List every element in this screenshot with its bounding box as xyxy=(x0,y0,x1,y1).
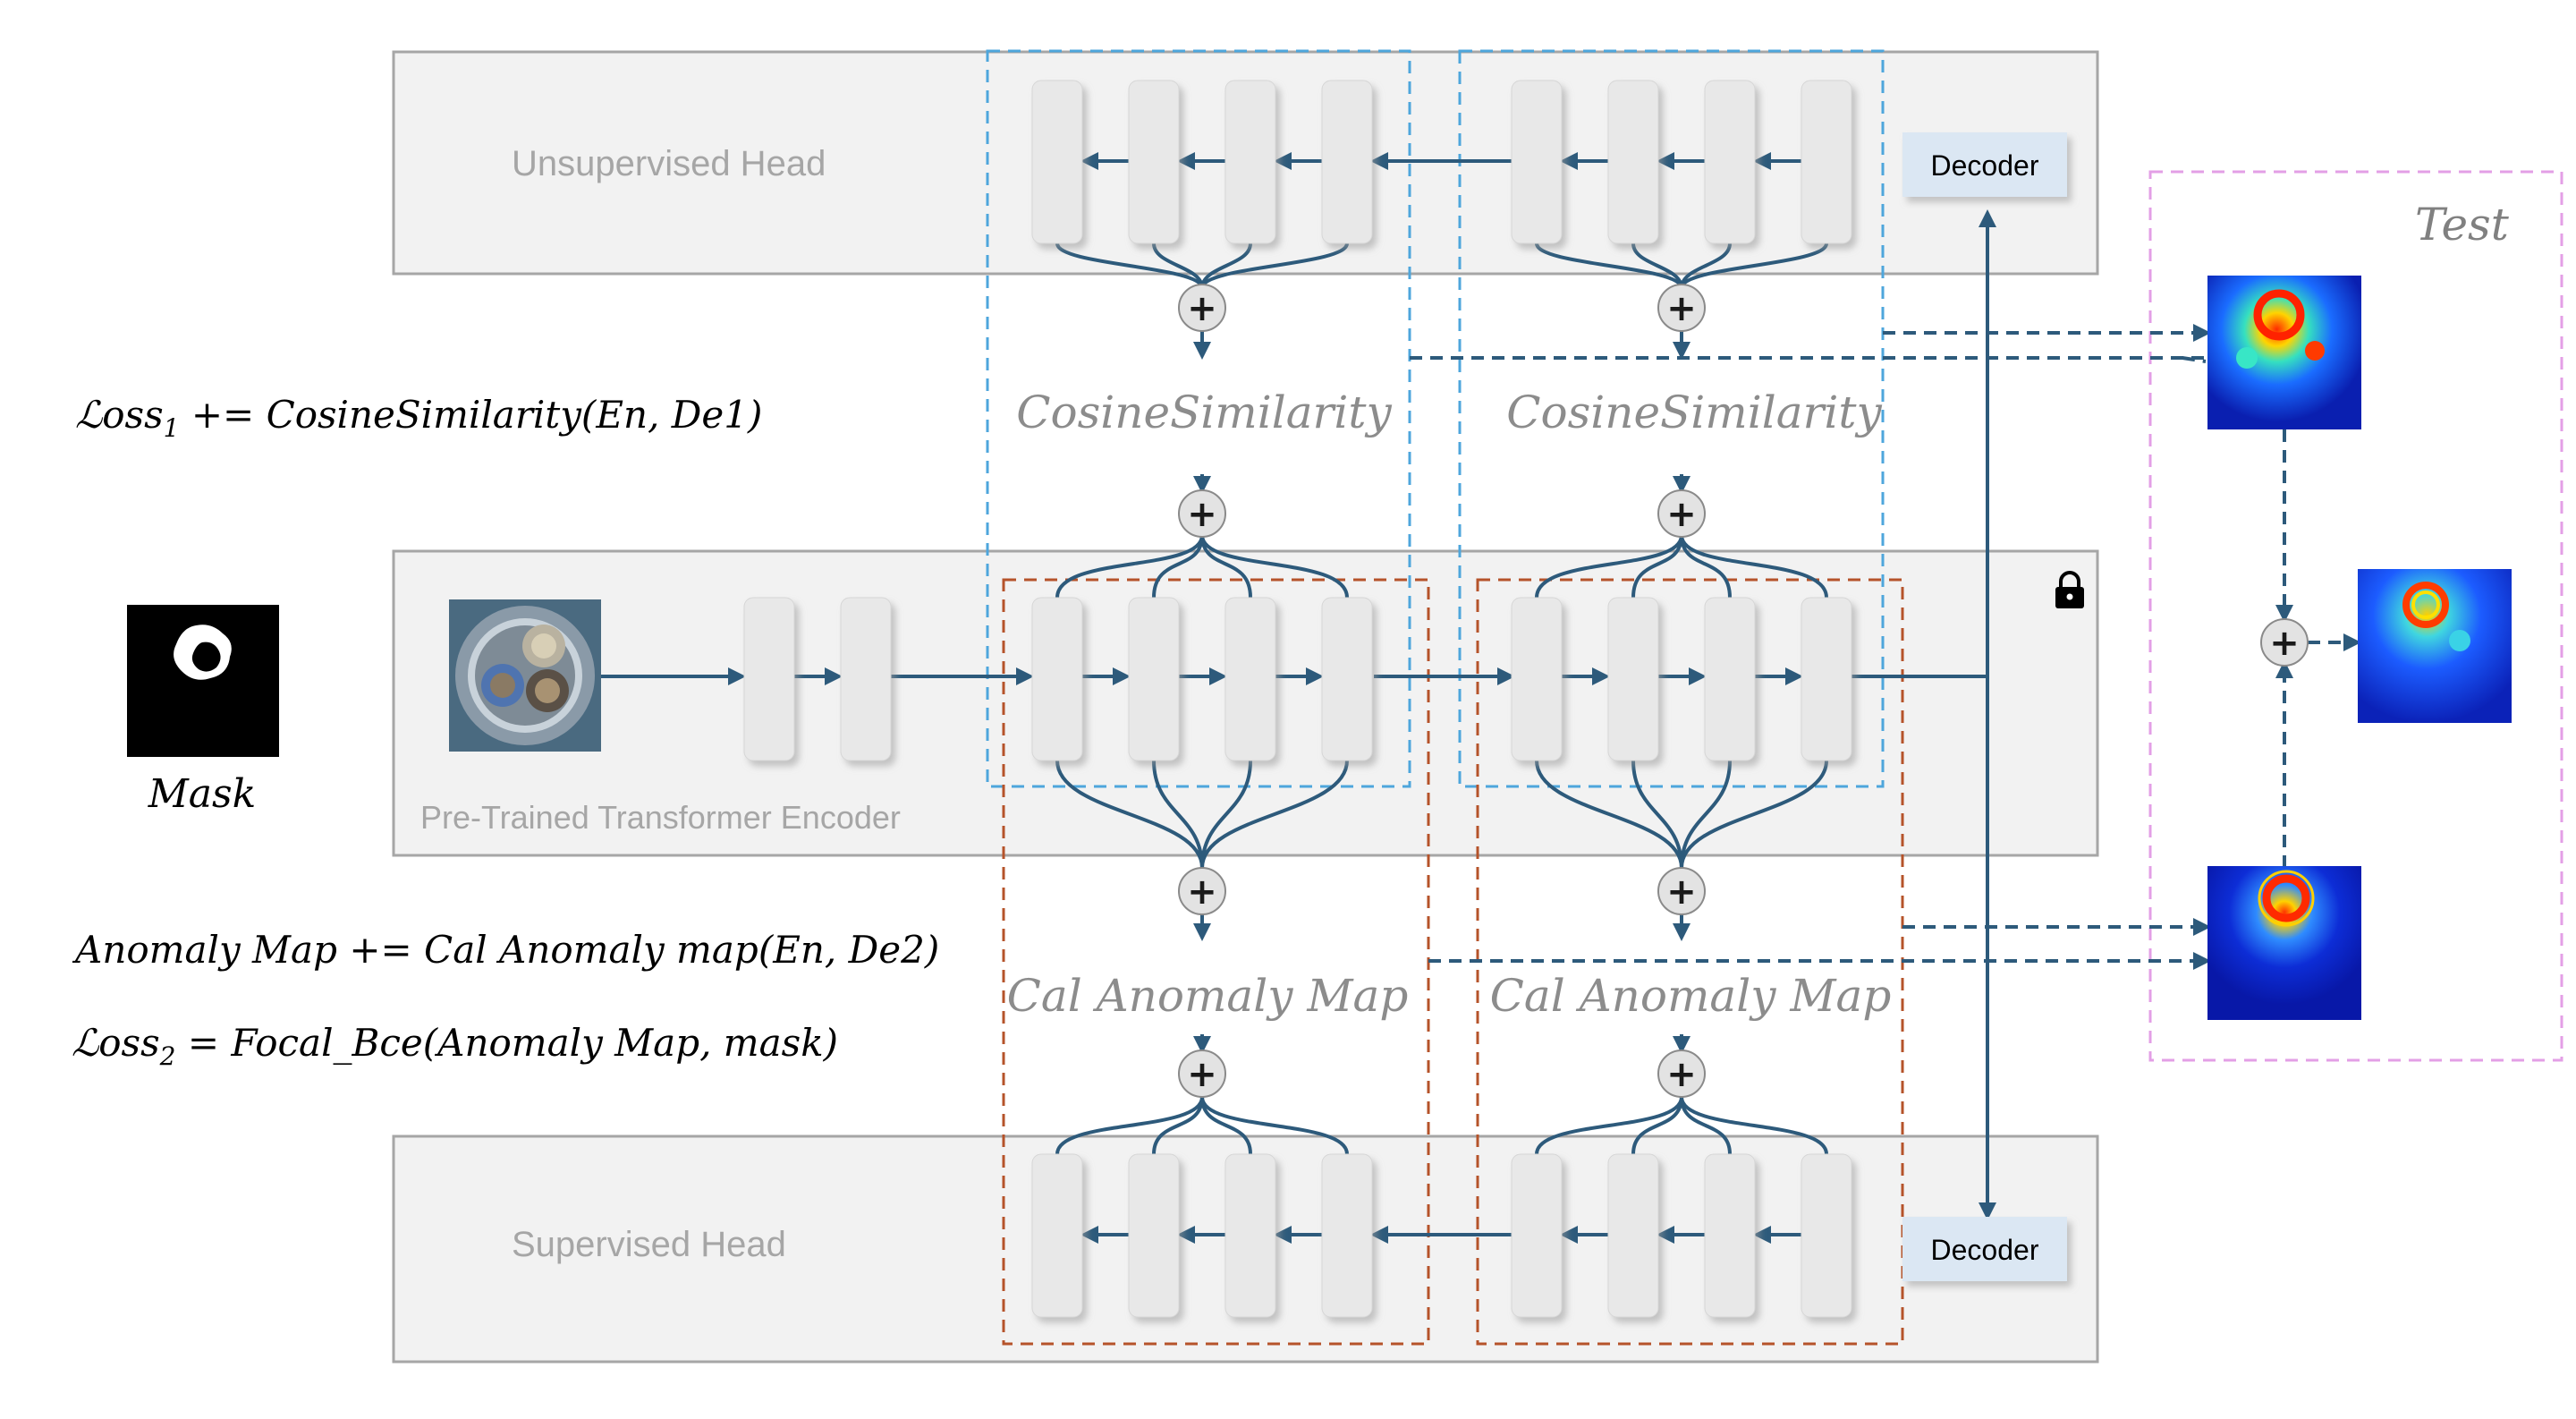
decoder-top xyxy=(1902,132,2067,197)
encoder-block xyxy=(743,597,795,761)
supervised-decoder-block xyxy=(1511,1153,1563,1318)
encoder-bottom-merge xyxy=(1055,760,1349,869)
supervised-decoder-block xyxy=(1224,1153,1276,1318)
test-label: Test xyxy=(2415,199,2510,251)
heatmap-combined xyxy=(2358,569,2512,723)
encoder-block xyxy=(1128,597,1180,761)
encoder-block xyxy=(1321,597,1373,761)
supervised-decoder-block xyxy=(1607,1153,1659,1318)
svg-text:+: + xyxy=(1666,494,1697,535)
test-plus-node: + xyxy=(2260,618,2309,667)
supervised-head-label: Supervised Head xyxy=(512,1225,786,1264)
supervised-decoder-block xyxy=(1704,1153,1756,1318)
unsupervised-decoder-block xyxy=(1511,80,1563,244)
svg-text:+: + xyxy=(2269,623,2300,664)
heatmap-supervised xyxy=(2207,866,2361,1020)
mask-label: Mask xyxy=(148,771,257,817)
supervised-decoder-block xyxy=(1031,1153,1083,1318)
encoder-block xyxy=(1704,597,1756,761)
svg-text:+: + xyxy=(1666,871,1697,913)
encoder-block xyxy=(1511,597,1563,761)
lock-icon xyxy=(2055,571,2084,608)
svg-text:+: + xyxy=(1187,1054,1217,1095)
plus-node-supervised-top: + xyxy=(1657,1049,1706,1098)
svg-text:+: + xyxy=(1187,871,1217,913)
anomaly-label-left: Cal Anomaly Map xyxy=(1007,970,1409,1022)
plus-node-unsupervised: + xyxy=(1178,284,1226,332)
plus-node-supervised-top: + xyxy=(1178,1049,1226,1098)
encoder-block xyxy=(1607,597,1659,761)
cosine-region-right xyxy=(1458,49,1885,788)
unsupervised-decoder-block xyxy=(1704,80,1756,244)
plus-nodes: + + + + + + + + xyxy=(1178,284,1706,1098)
decoder-top-label: Decoder xyxy=(1931,149,2039,182)
encoder-bottom-merge xyxy=(1535,760,1828,869)
encoder-top-merge xyxy=(1055,534,1349,599)
encoder-block xyxy=(1031,597,1083,761)
unsupervised-merge xyxy=(1535,242,1828,289)
plus-node-encoder-bottom: + xyxy=(1178,867,1226,915)
plus-node-encoder-bottom: + xyxy=(1657,867,1706,915)
supervised-top-merge xyxy=(1055,1096,1349,1155)
svg-text:+: + xyxy=(1187,288,1217,329)
supervised-decoder-block xyxy=(1128,1153,1180,1318)
plus-node-encoder-top: + xyxy=(1657,489,1706,538)
encoder-block xyxy=(840,597,892,761)
merge-curves xyxy=(1055,242,1828,1155)
decoder-bottom xyxy=(1902,1217,2067,1281)
loss2-formula: ℒoss2 = Focal_Bce(Anomaly Map, mask) xyxy=(72,1021,838,1071)
unsupervised-decoder-block xyxy=(1128,80,1180,244)
mask-image xyxy=(127,605,279,757)
supervised-decoder-block xyxy=(1321,1153,1373,1318)
svg-text:+: + xyxy=(1666,1054,1697,1095)
unsupervised-decoder-block xyxy=(1321,80,1373,244)
cosine-region-left xyxy=(986,49,1411,788)
unsupervised-decoder-block xyxy=(1224,80,1276,244)
unsupervised-decoder-block xyxy=(1031,80,1083,244)
anomaly-label-right: Cal Anomaly Map xyxy=(1490,970,1892,1022)
heatmap-unsupervised xyxy=(2207,276,2361,429)
encoder-block xyxy=(1801,597,1852,761)
decoder-bottom-label: Decoder xyxy=(1931,1234,2039,1266)
test-flow-arrows xyxy=(1410,324,2361,970)
transformer-blocks xyxy=(743,80,1852,1318)
unsupervised-head-label: Unsupervised Head xyxy=(512,144,826,183)
anomaly-formula: Anomaly Map += Cal Anomaly map(En, De2) xyxy=(72,928,939,972)
input-cable-image xyxy=(449,599,601,752)
unsupervised-decoder-block xyxy=(1607,80,1659,244)
plus-node-unsupervised: + xyxy=(1657,284,1706,332)
encoder-block xyxy=(1224,597,1276,761)
cosine-label-left: CosineSimilarity xyxy=(1016,387,1392,438)
svg-text:+: + xyxy=(1187,494,1217,535)
svg-text:+: + xyxy=(1666,288,1697,329)
plus-node-encoder-top: + xyxy=(1178,489,1226,538)
supervised-decoder-block xyxy=(1801,1153,1852,1318)
test-region xyxy=(2148,170,2563,1062)
supervised-top-merge xyxy=(1535,1096,1828,1155)
cosine-label-right: CosineSimilarity xyxy=(1506,387,1882,438)
encoder-top-merge xyxy=(1535,534,1828,599)
unsupervised-decoder-block xyxy=(1801,80,1852,244)
encoder-label: Pre-Trained Transformer Encoder xyxy=(420,799,901,836)
loss1-formula: ℒoss1 += CosineSimilarity(En, De1) xyxy=(75,393,762,443)
unsupervised-merge xyxy=(1055,242,1349,289)
flow-arrows xyxy=(601,152,1996,1244)
